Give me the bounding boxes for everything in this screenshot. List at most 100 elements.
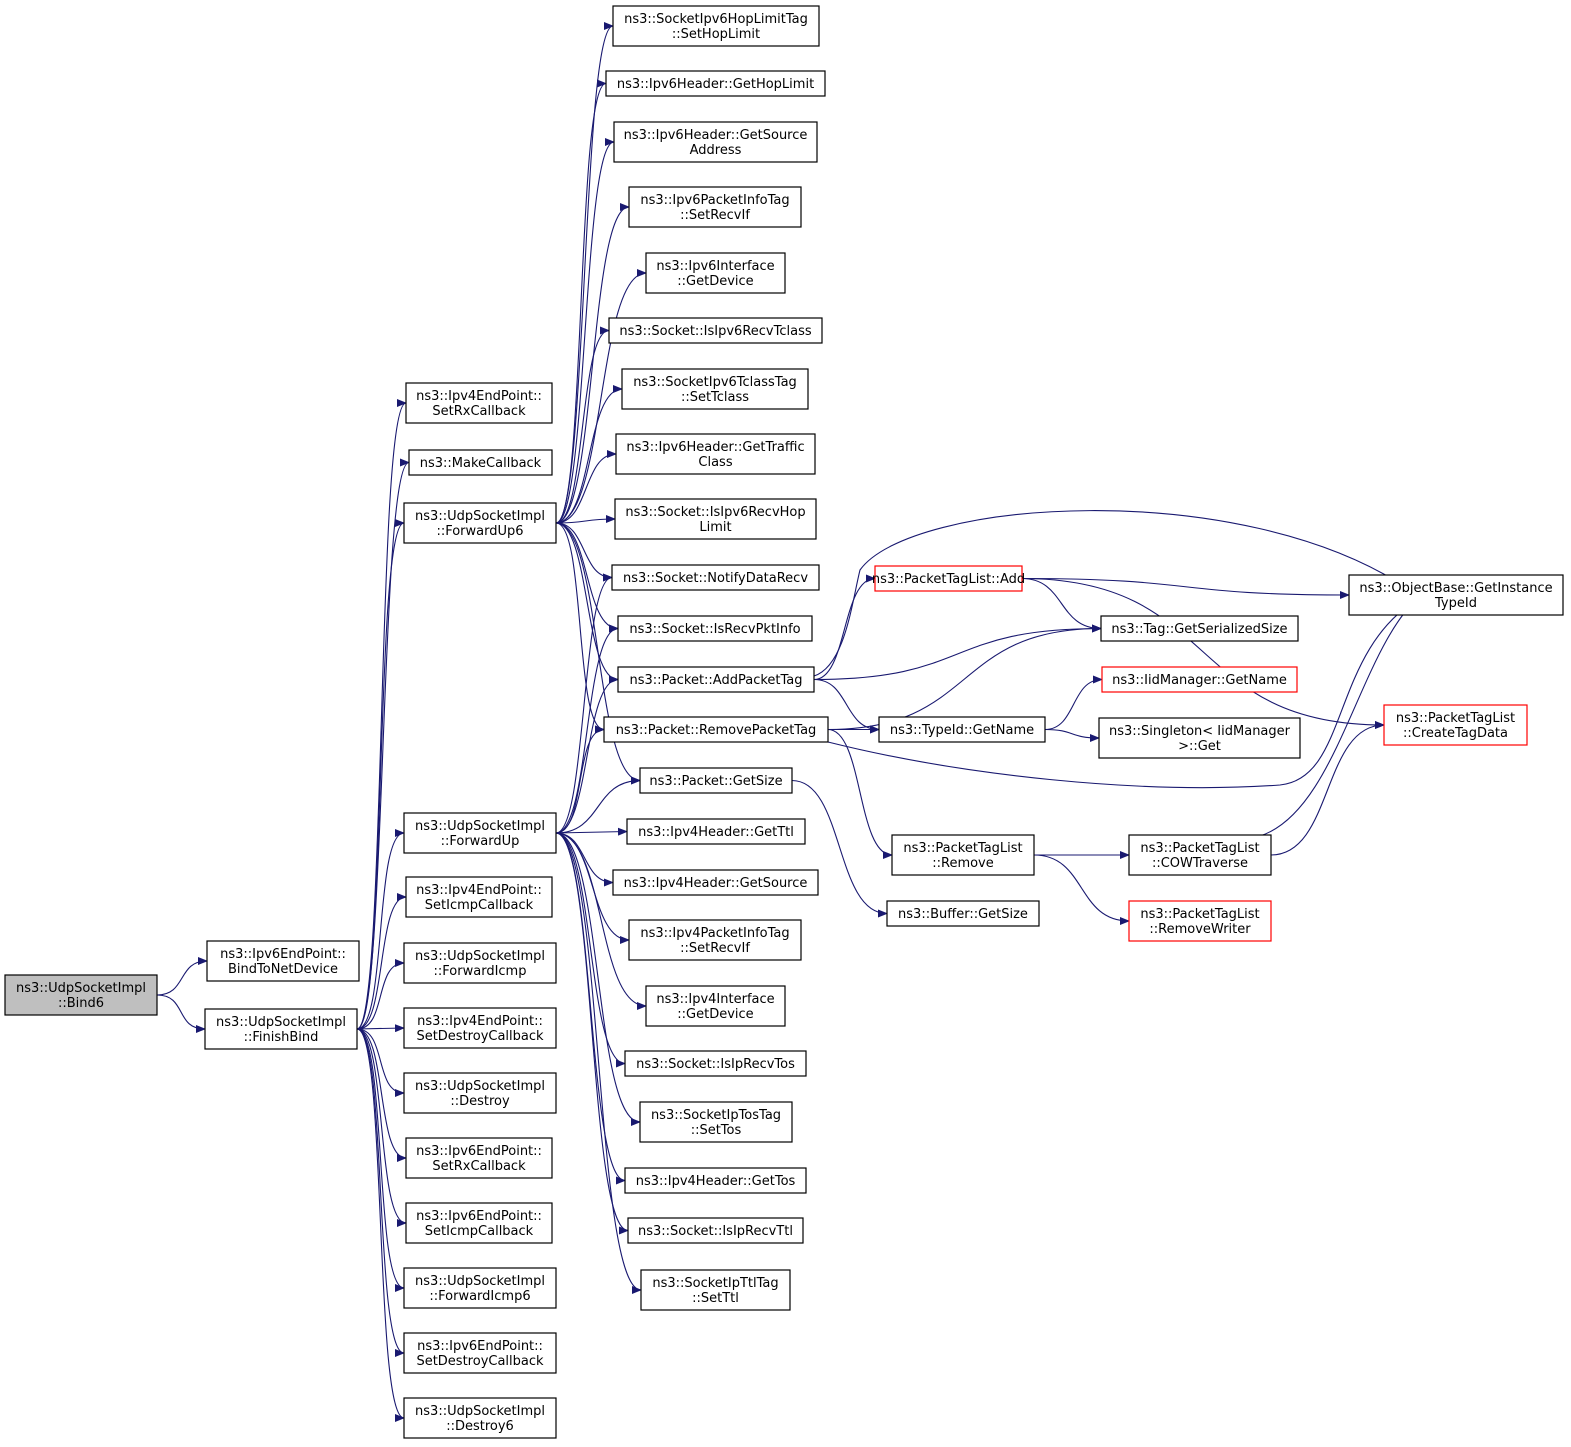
node-isIpv6RecvTclass[interactable]: ns3::Socket::IsIpv6RecvTclass xyxy=(608,317,823,344)
call-arrow xyxy=(555,832,626,1068)
node-label: ns3::Packet::GetSize xyxy=(649,774,782,789)
node-finishBind[interactable]: ns3::UdpSocketImpl::FinishBind xyxy=(204,1008,358,1050)
node-destroy6[interactable]: ns3::UdpSocketImpl::Destroy6 xyxy=(403,1397,557,1439)
node-label: ns3::Packet::AddPacketTag xyxy=(629,673,802,688)
node-packetGetSize[interactable]: ns3::Packet::GetSize xyxy=(639,767,793,794)
call-arrow xyxy=(555,385,623,524)
node-label: ::ForwardUp6 xyxy=(436,524,523,539)
node-box xyxy=(624,1050,807,1077)
node-createTagData[interactable]: ns3::PacketTagList::CreateTagData xyxy=(1383,704,1528,746)
node-notifyDataRecv[interactable]: ns3::Socket::NotifyDataRecv xyxy=(611,564,820,591)
node-v6SetDestroyCallback[interactable]: ns3::Ipv6EndPoint::SetDestroyCallback xyxy=(403,1332,557,1374)
node-box xyxy=(206,940,360,982)
node-makeCallback[interactable]: ns3::MakeCallback xyxy=(408,449,553,476)
call-edge-forwardUp6-to-isIpv6RecvTclass xyxy=(555,326,610,524)
node-getTtl[interactable]: ns3::Ipv4Header::GetTtl xyxy=(626,818,806,845)
node-box xyxy=(612,869,819,896)
node-tagListAdd[interactable]: ns3::PacketTagList::Add xyxy=(872,565,1025,592)
call-arrow xyxy=(1021,577,1102,633)
call-arrow xyxy=(555,725,605,834)
node-v4GetSource[interactable]: ns3::Ipv4Header::GetSource xyxy=(612,869,819,896)
node-label: ::GetDevice xyxy=(677,274,753,289)
node-v4SetDestroyCallback[interactable]: ns3::Ipv4EndPoint::SetDestroyCallback xyxy=(403,1007,557,1049)
node-label: ::ForwardIcmp6 xyxy=(429,1289,530,1304)
node-label: ns3::MakeCallback xyxy=(420,456,542,471)
call-edge-forwardUp-to-isRecvPktInfo xyxy=(555,624,619,834)
call-arrow xyxy=(555,450,617,524)
node-isIpRecvTtl[interactable]: ns3::Socket::IsIpRecvTtl xyxy=(627,1217,804,1244)
node-setTtl[interactable]: ns3::SocketIpTtlTag::SetTtl xyxy=(640,1269,791,1311)
node-label: ns3::Ipv4PacketInfoTag xyxy=(640,926,789,941)
node-v4SetRecvIf[interactable]: ns3::Ipv4PacketInfoTag::SetRecvIf xyxy=(628,919,802,961)
node-box xyxy=(645,985,786,1027)
call-edge-finishBind-to-v6SetRxCallback xyxy=(356,1028,407,1162)
node-box xyxy=(886,900,1040,927)
node-v6SetRxCallback[interactable]: ns3::Ipv6EndPoint::SetRxCallback xyxy=(405,1137,553,1179)
node-tagListRemove[interactable]: ns3::PacketTagList::Remove xyxy=(891,834,1035,876)
call-arrow xyxy=(356,893,407,1030)
node-v4SetIcmpCallback[interactable]: ns3::Ipv4EndPoint::SetIcmpCallback xyxy=(405,876,553,918)
node-v6GetDevice[interactable]: ns3::Ipv6Interface::GetDevice xyxy=(645,252,786,294)
call-edge-forwardUp6-to-removePacketTag xyxy=(555,522,605,734)
call-edge-finishBind-to-v6SetIcmpCallback xyxy=(356,1028,407,1227)
node-v6SetIcmpCallback[interactable]: ns3::Ipv6EndPoint::SetIcmpCallback xyxy=(405,1202,553,1244)
node-label: BindToNetDevice xyxy=(228,962,338,977)
node-destroy[interactable]: ns3::UdpSocketImpl::Destroy xyxy=(403,1072,557,1114)
node-v4SetRxCallback[interactable]: ns3::Ipv4EndPoint::SetRxCallback xyxy=(405,382,553,424)
node-box xyxy=(626,818,806,845)
node-removeWriter[interactable]: ns3::PacketTagList::RemoveWriter xyxy=(1128,900,1272,942)
node-typeIdGetName[interactable]: ns3::TypeId::GetName xyxy=(878,716,1046,743)
call-edge-forwardUp-to-isIpRecvTos xyxy=(555,832,626,1068)
call-edge-forwardUp6-to-getTrafficClass xyxy=(555,450,617,524)
call-arrow xyxy=(156,994,206,1033)
call-edge-addPacketTag-to-tagListAdd xyxy=(813,574,876,681)
node-box xyxy=(204,1008,358,1050)
node-label: SetDestroyCallback xyxy=(416,1029,544,1044)
node-forwardIcmp[interactable]: ns3::UdpSocketImpl::ForwardIcmp xyxy=(403,942,557,984)
node-bufferGetSize[interactable]: ns3::Buffer::GetSize xyxy=(886,900,1040,927)
call-edge-addPacketTag-to-getInstanceTypeId xyxy=(813,510,1411,677)
node-getTos[interactable]: ns3::Ipv4Header::GetTos xyxy=(624,1167,807,1194)
node-label: ns3::UdpSocketImpl xyxy=(415,1274,545,1289)
node-v4GetDevice[interactable]: ns3::Ipv4Interface::GetDevice xyxy=(645,985,786,1027)
node-box xyxy=(621,368,809,410)
node-forwardUp[interactable]: ns3::UdpSocketImpl::ForwardUp xyxy=(403,812,557,854)
node-box xyxy=(603,716,829,743)
node-forwardUp6[interactable]: ns3::UdpSocketImpl::ForwardUp6 xyxy=(403,502,557,544)
node-label: ns3::Ipv6EndPoint:: xyxy=(416,1209,542,1224)
node-iidGetName[interactable]: ns3::IidManager::GetName xyxy=(1101,666,1298,693)
node-label: SetIcmpCallback xyxy=(425,1224,534,1239)
node-singletonGet[interactable]: ns3::Singleton< IidManager>::Get xyxy=(1098,717,1301,759)
node-label: ns3::PacketTagList xyxy=(903,841,1022,856)
node-v6SetRecvIf[interactable]: ns3::Ipv6PacketInfoTag::SetRecvIf xyxy=(628,186,802,228)
node-cowTraverse[interactable]: ns3::PacketTagList::COWTraverse xyxy=(1128,834,1272,876)
call-arrow xyxy=(356,1028,407,1227)
node-removePacketTag[interactable]: ns3::Packet::RemovePacketTag xyxy=(603,716,829,743)
node-forwardIcmp6[interactable]: ns3::UdpSocketImpl::ForwardIcmp6 xyxy=(403,1267,557,1309)
node-getSerializedSize[interactable]: ns3::Tag::GetSerializedSize xyxy=(1100,615,1299,642)
call-edge-finishBind-to-forwardUp xyxy=(356,829,405,1030)
node-box xyxy=(617,615,813,642)
node-setHopLimit[interactable]: ns3::SocketIpv6HopLimitTag::SetHopLimit xyxy=(612,5,820,47)
node-isRecvPktInfo[interactable]: ns3::Socket::IsRecvPktInfo xyxy=(617,615,813,642)
node-setTos[interactable]: ns3::SocketIpTosTag::SetTos xyxy=(639,1101,793,1143)
node-label: ns3::Buffer::GetSize xyxy=(898,907,1028,922)
node-label: ns3::SocketIpTtlTag xyxy=(652,1276,778,1291)
node-bindToNetDevice[interactable]: ns3::Ipv6EndPoint::BindToNetDevice xyxy=(206,940,360,982)
call-arrow xyxy=(827,597,1421,789)
node-label: ::SetTtl xyxy=(692,1291,739,1306)
node-label: ns3::Socket::NotifyDataRecv xyxy=(623,571,808,586)
node-setTclass[interactable]: ns3::SocketIpv6TclassTag::SetTclass xyxy=(621,368,809,410)
call-arrow xyxy=(813,678,880,734)
node-isIpRecvTos[interactable]: ns3::Socket::IsIpRecvTos xyxy=(624,1050,807,1077)
node-label: ::SetRecvIf xyxy=(680,208,750,223)
node-getHopLimit[interactable]: ns3::Ipv6Header::GetHopLimit xyxy=(605,70,826,97)
node-box xyxy=(403,1397,557,1439)
node-label: >::Get xyxy=(1178,739,1221,754)
call-arrow xyxy=(356,399,407,1030)
node-addPacketTag[interactable]: ns3::Packet::AddPacketTag xyxy=(617,666,815,693)
